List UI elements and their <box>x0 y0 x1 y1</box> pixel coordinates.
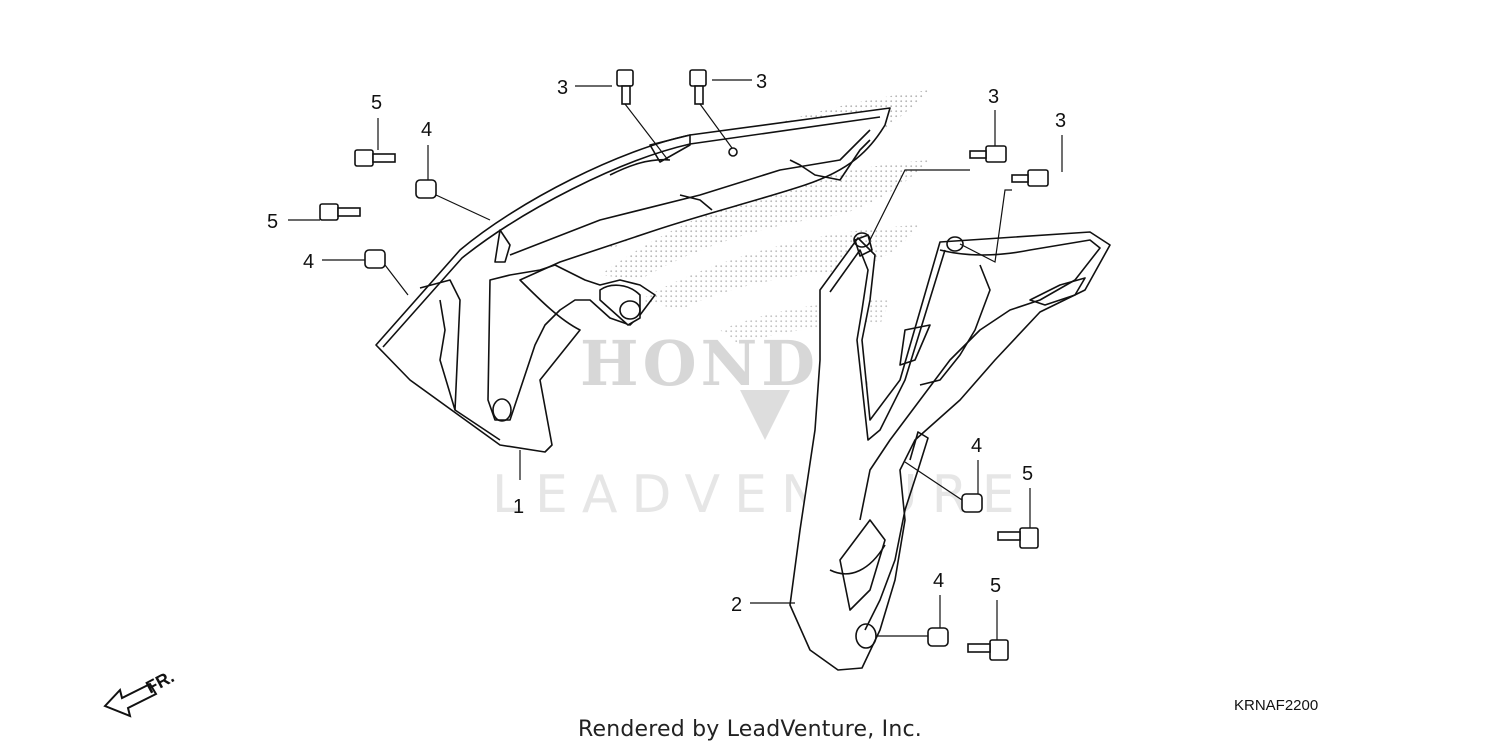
front-direction-arrow-icon: FR. <box>103 666 177 718</box>
vendor-watermark: LEADVENTURE <box>492 465 1029 525</box>
right-shroud-part <box>789 231 1111 671</box>
callout-5: 5 <box>371 92 382 114</box>
callout-1: 1 <box>513 496 524 518</box>
callout-3: 3 <box>557 77 568 99</box>
fastener-bolt <box>319 69 1049 661</box>
left-shroud-part <box>375 107 891 453</box>
fastener-collar <box>364 179 983 647</box>
callout-5: 5 <box>1022 463 1033 485</box>
leader-lines <box>288 79 1063 640</box>
callout-4: 4 <box>933 570 944 592</box>
callout-5: 5 <box>990 575 1001 597</box>
callout-4: 4 <box>421 119 432 141</box>
callout-3: 3 <box>1055 110 1066 132</box>
diagram-code: KRNAF2200 <box>1234 697 1319 714</box>
callout-2: 2 <box>731 594 742 616</box>
callout-5: 5 <box>267 211 278 233</box>
callout-3: 3 <box>756 71 767 93</box>
callout-3: 3 <box>988 86 999 108</box>
render-credit: Rendered by LeadVenture, Inc. <box>578 717 922 742</box>
callout-4: 4 <box>303 251 314 273</box>
callout-4: 4 <box>971 435 982 457</box>
